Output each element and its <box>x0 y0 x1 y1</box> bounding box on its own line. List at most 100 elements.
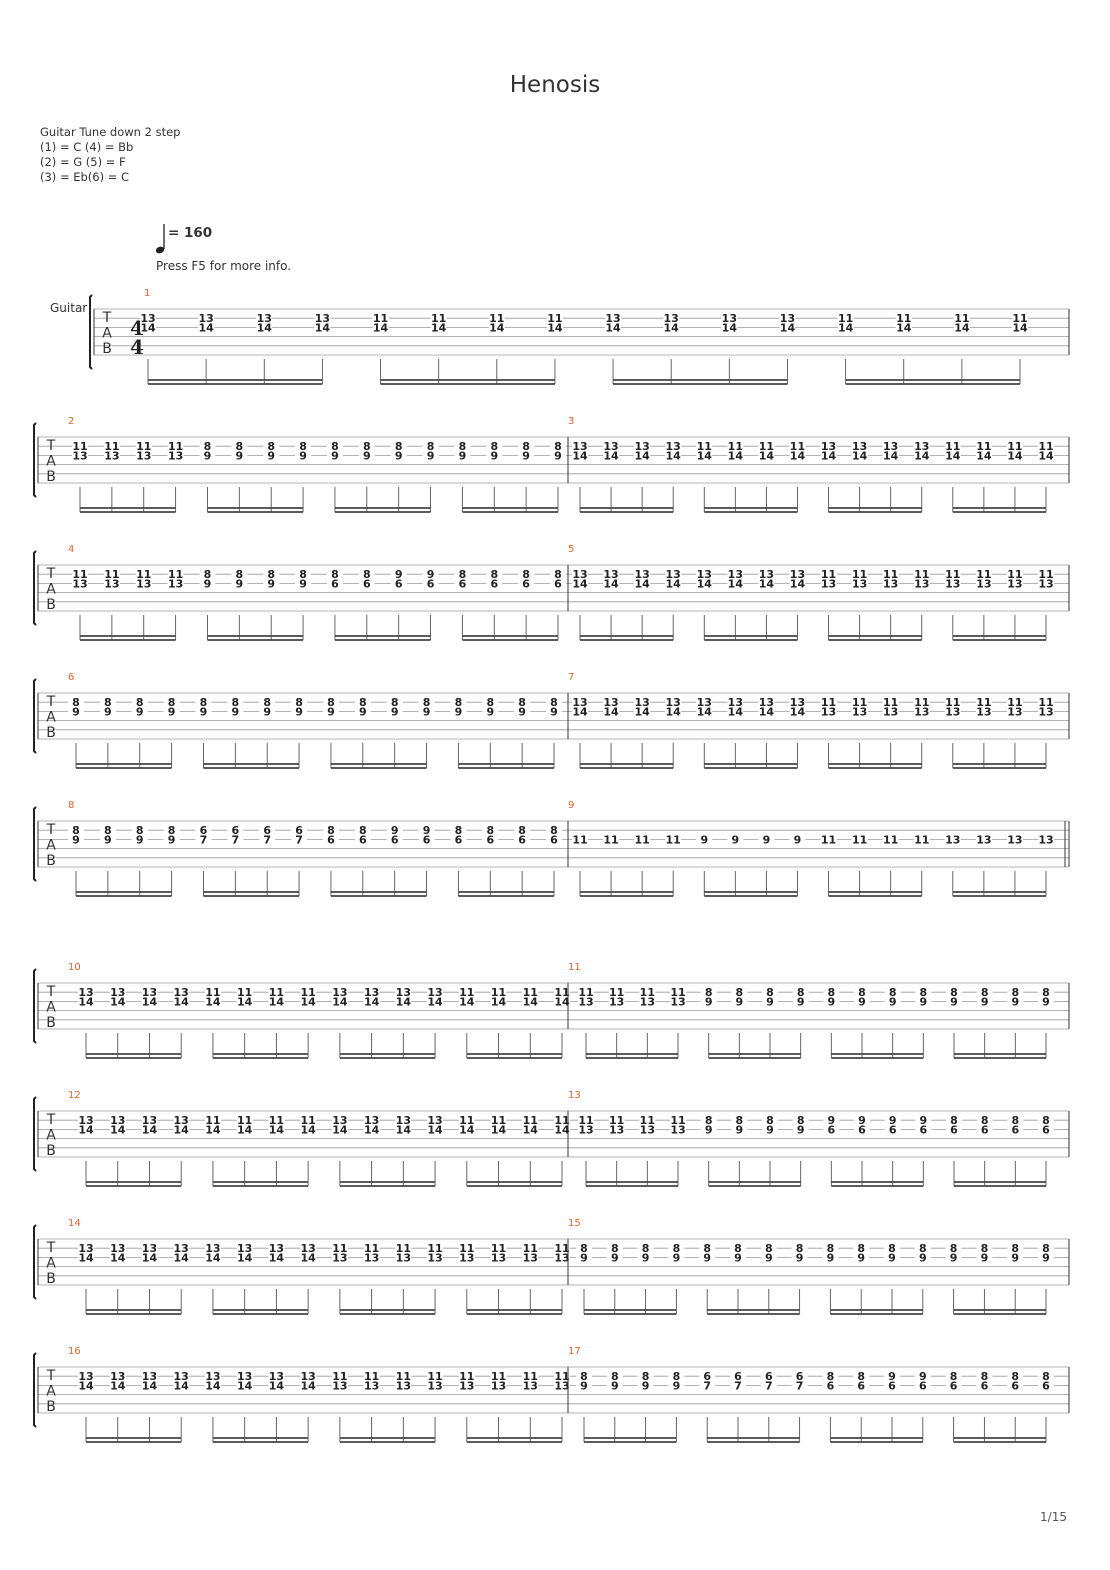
fret-number: 14 <box>459 1123 475 1136</box>
fret-number: 9 <box>359 705 367 718</box>
fret-number: 13 <box>427 1379 442 1392</box>
note-backdrop <box>268 1243 285 1254</box>
note-backdrop <box>514 706 531 717</box>
note-backdrop <box>696 441 713 452</box>
fret-number: 8 <box>232 696 240 709</box>
fret-number: 13 <box>790 696 805 709</box>
fret-number: 13 <box>634 696 649 709</box>
note-backdrop <box>454 441 471 452</box>
fret-number: 14 <box>373 321 389 334</box>
measure-2: 2111311131113111389898989898989898989898… <box>68 416 566 513</box>
note-backdrop <box>1038 834 1054 845</box>
fret-number: 14 <box>759 449 775 462</box>
note-backdrop <box>822 1371 839 1382</box>
note-backdrop <box>363 996 380 1007</box>
note-backdrop <box>522 1371 539 1382</box>
note-backdrop <box>103 578 120 589</box>
note-backdrop <box>256 313 273 324</box>
fret-number: 8 <box>200 696 208 709</box>
note-backdrop <box>322 834 339 845</box>
note-backdrop <box>514 697 531 708</box>
note-backdrop <box>730 1380 746 1391</box>
note-backdrop <box>603 569 620 580</box>
fret-number: 9 <box>104 833 112 846</box>
note-backdrop <box>760 1380 777 1391</box>
note-backdrop <box>792 1115 809 1126</box>
fret-number: 6 <box>490 577 498 590</box>
note-backdrop <box>173 1380 190 1391</box>
fret-number: 8 <box>888 1242 896 1255</box>
fret-number: 14 <box>78 995 94 1008</box>
note-backdrop <box>331 1115 348 1126</box>
note-backdrop <box>913 697 930 708</box>
note-backdrop <box>135 578 152 589</box>
fret-number: 13 <box>459 1251 474 1264</box>
fret-number: 6 <box>391 833 399 846</box>
fret-number: 8 <box>796 1242 804 1255</box>
note-backdrop <box>554 996 570 1007</box>
note-backdrop <box>639 996 656 1007</box>
fret-number: 13 <box>609 1123 624 1136</box>
fret-number: 9 <box>423 824 431 837</box>
fret-number: 14 <box>78 1379 94 1392</box>
fret-number: 11 <box>945 440 960 453</box>
note-backdrop <box>486 441 503 452</box>
fret-number: 11 <box>852 696 867 709</box>
tab-system: TAB1013141314131413141114111411141114131… <box>33 962 1070 1059</box>
tab-system: TAB1613141314131413141314131413141314111… <box>33 1346 1070 1443</box>
tuning-line-1: (1) = C (4) = Bb <box>40 140 134 154</box>
note-backdrop <box>427 1243 444 1254</box>
fret-number: 8 <box>673 1242 681 1255</box>
fret-number: 14 <box>634 705 650 718</box>
note-backdrop <box>204 1115 221 1126</box>
tab-clef-letter: B <box>46 725 56 741</box>
fret-number: 8 <box>104 824 112 837</box>
note-backdrop <box>103 450 120 461</box>
fret-number: 9 <box>204 449 212 462</box>
fret-number: 14 <box>914 449 930 462</box>
note-backdrop <box>762 1124 778 1135</box>
fret-number: 6 <box>828 1123 836 1136</box>
note-backdrop <box>882 450 899 461</box>
fret-number: 11 <box>790 440 805 453</box>
measure-number: 3 <box>568 416 574 427</box>
note-backdrop <box>109 1371 126 1382</box>
fret-number: 8 <box>1011 1242 1019 1255</box>
fret-number: 6 <box>1012 1123 1020 1136</box>
tab-system: TAB2111311131113111389898989898989898989… <box>33 416 1070 513</box>
note-backdrop <box>976 1243 993 1254</box>
note-backdrop <box>422 569 439 580</box>
note-backdrop <box>173 987 190 998</box>
note-backdrop <box>670 1115 686 1126</box>
note-backdrop <box>300 1243 317 1254</box>
note-backdrop <box>231 569 248 580</box>
fret-number: 14 <box>205 1251 221 1264</box>
note-backdrop <box>820 697 837 708</box>
note-backdrop <box>390 578 407 589</box>
note-backdrop <box>884 996 901 1007</box>
fret-number: 11 <box>821 696 836 709</box>
fret-number: 11 <box>104 568 119 581</box>
fret-number: 9 <box>518 705 526 718</box>
fret-number: 6 <box>981 1123 989 1136</box>
note-backdrop <box>173 1252 190 1263</box>
fret-number: 13 <box>572 440 587 453</box>
note-backdrop <box>141 1115 158 1126</box>
note-backdrop <box>263 450 280 461</box>
note-backdrop <box>1038 569 1054 580</box>
note-backdrop <box>486 450 503 461</box>
note-backdrop <box>395 1124 412 1135</box>
note-backdrop <box>131 697 148 708</box>
note-backdrop <box>820 569 837 580</box>
note-backdrop <box>665 834 682 845</box>
fret-number: 14 <box>554 995 570 1008</box>
fret-number: 9 <box>766 1123 774 1136</box>
quarter-note-icon <box>155 224 165 254</box>
fret-number: 6 <box>200 824 208 837</box>
fret-number: 14 <box>269 995 285 1008</box>
note-backdrop <box>103 569 120 580</box>
fret-number: 9 <box>766 995 774 1008</box>
note-backdrop <box>731 987 748 998</box>
note-backdrop <box>1007 1252 1024 1263</box>
